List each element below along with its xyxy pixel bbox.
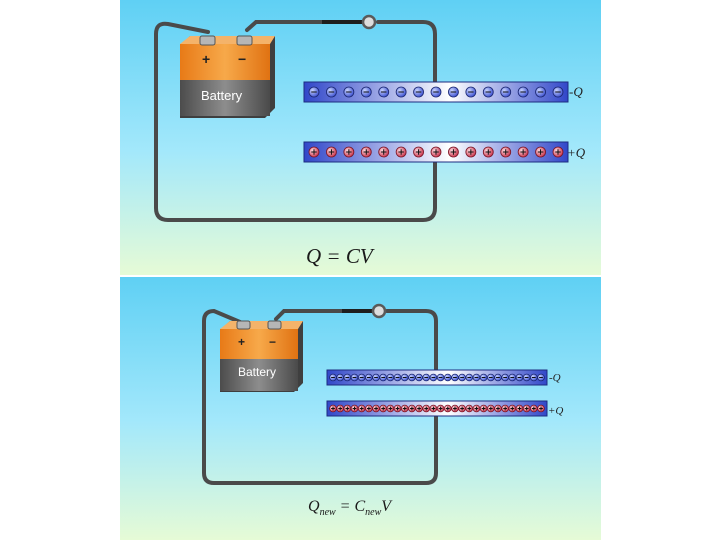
formula-equals: =	[335, 498, 355, 515]
battery-minus-sign: −	[269, 335, 276, 349]
formula-q: Q	[308, 498, 320, 515]
negative-charges	[308, 86, 564, 98]
top-panel: + − Battery -Q +Q Q = CV	[120, 0, 601, 275]
formula-q: Q	[306, 244, 322, 268]
capacitance-formula: Q = CV	[306, 244, 373, 269]
battery-positive-terminal	[236, 320, 251, 330]
battery-body	[180, 78, 270, 116]
battery-negative-terminal	[267, 320, 282, 330]
battery: + − Battery	[220, 320, 303, 392]
positive-charges	[308, 146, 564, 158]
new-capacitance-formula: Qnew = CnewV	[308, 498, 391, 518]
battery-body	[220, 357, 298, 391]
positive-charges	[329, 404, 545, 413]
top-plate-label: -Q	[549, 372, 561, 384]
battery-plus-sign: +	[238, 335, 245, 349]
battery-minus-sign: −	[238, 51, 246, 67]
switch	[342, 303, 387, 319]
top-plate-label: -Q	[569, 84, 583, 99]
bottom-plate-label: +Q	[548, 405, 563, 417]
formula-c: C	[354, 498, 366, 515]
formula-q-subscript: new	[319, 507, 336, 519]
formula-cv: CV	[345, 244, 373, 268]
bottom-plate-label: +Q	[567, 145, 586, 160]
negative-charges	[329, 373, 545, 382]
battery-label: Battery	[201, 88, 243, 103]
battery: + − Battery	[180, 35, 275, 118]
battery-plus-sign: +	[202, 51, 210, 67]
bottom-circuit-diagram: + − Battery -Q +Q	[202, 303, 563, 485]
bottom-panel: + − Battery -Q +Q Qnew = CnewV	[120, 277, 601, 540]
battery-label: Battery	[238, 365, 276, 379]
switch	[322, 14, 377, 30]
formula-equals: =	[321, 244, 346, 268]
formula-c-subscript: new	[365, 507, 382, 519]
battery-negative-terminal	[236, 35, 253, 46]
formula-v: V	[381, 498, 392, 515]
top-circuit-diagram: + − Battery -Q +Q	[154, 14, 586, 222]
battery-positive-terminal	[199, 35, 216, 46]
